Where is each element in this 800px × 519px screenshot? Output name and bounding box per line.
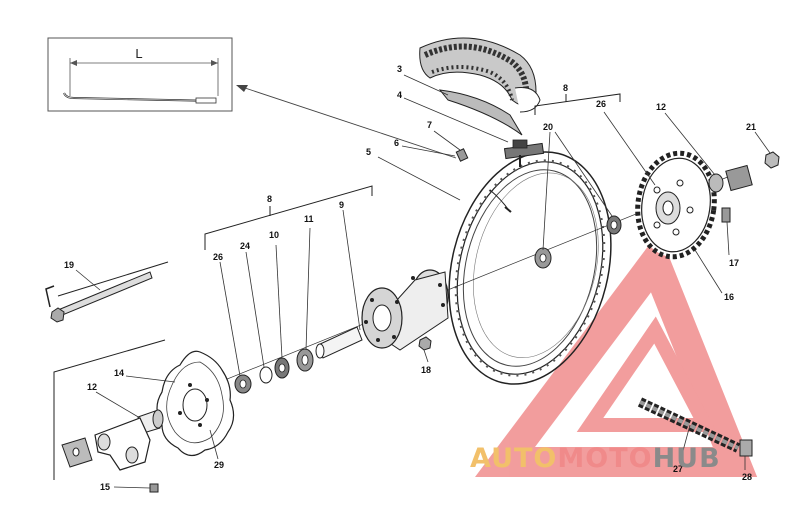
hub-nut <box>418 336 432 351</box>
rear-axle <box>45 271 153 323</box>
part-label-12-right: 12 <box>656 102 666 112</box>
valve-cap <box>455 148 469 162</box>
part-label-19: 19 <box>64 260 74 270</box>
rim-lock <box>503 139 545 167</box>
right-spacer <box>708 164 753 193</box>
watermark-hub: HUB <box>653 443 721 474</box>
part-label-8-right: 8 <box>563 83 568 93</box>
watermark-text: AUTOMOTOHUB <box>470 443 721 474</box>
leader-lines <box>75 74 771 489</box>
spoke-inset: L <box>47 37 233 112</box>
wheel-rim <box>448 151 612 385</box>
drive-chain <box>637 397 753 457</box>
group-bracket-left <box>204 185 373 250</box>
part-label-21: 21 <box>746 122 756 132</box>
part-label-10: 10 <box>269 230 279 240</box>
caliper-bracket <box>94 417 151 471</box>
group-bracket-right <box>534 93 621 115</box>
watermark-auto: AUTO <box>470 443 557 474</box>
rear-sprocket <box>635 150 717 260</box>
part-label-29: 29 <box>214 460 224 470</box>
part-label-18: 18 <box>421 365 431 375</box>
wheel-hub <box>361 269 449 351</box>
part-label-7: 7 <box>427 120 432 130</box>
hub-spacer-tube <box>315 326 363 359</box>
group-bracket-disc <box>53 339 166 480</box>
svg-text:AUTOMOTOHUB: AUTOMOTOHUB <box>470 443 721 474</box>
right-bearings <box>534 215 622 269</box>
inset-leader-arrow <box>236 85 457 159</box>
group-bracket-axle <box>57 261 169 297</box>
axle-nut <box>764 151 780 169</box>
sprocket-bolt <box>721 207 731 223</box>
hub-bearings <box>234 348 314 394</box>
part-label-24: 24 <box>240 241 250 251</box>
watermark-moto: MOTO <box>557 443 652 474</box>
part-label-12-left: 12 <box>87 382 97 392</box>
watermark-logo <box>475 231 758 477</box>
part-label-17: 17 <box>729 258 739 268</box>
disc-screw <box>149 483 159 493</box>
part-label-6: 6 <box>394 138 399 148</box>
part-label-27: 27 <box>673 464 683 474</box>
part-label-28: 28 <box>742 472 752 482</box>
part-label-4: 4 <box>397 90 402 100</box>
part-labels: 3 4 5 6 7 8 8 9 10 11 12 12 14 15 16 17 … <box>64 64 756 492</box>
part-label-11: 11 <box>304 214 314 224</box>
tire <box>419 37 541 113</box>
part-label-26-left: 26 <box>213 252 223 262</box>
chain-adjuster-left <box>61 437 93 468</box>
part-label-5: 5 <box>366 147 371 157</box>
rim-tape <box>438 89 523 136</box>
inset-dimension-label: L <box>135 46 142 61</box>
part-label-3: 3 <box>397 64 402 74</box>
part-label-8-left: 8 <box>267 194 272 204</box>
brake-disc <box>156 350 235 457</box>
part-label-9: 9 <box>339 200 344 210</box>
part-label-16: 16 <box>724 292 734 302</box>
part-label-14: 14 <box>114 368 124 378</box>
part-label-26-right: 26 <box>596 99 606 109</box>
part-label-20: 20 <box>543 122 553 132</box>
part-label-15: 15 <box>100 482 110 492</box>
